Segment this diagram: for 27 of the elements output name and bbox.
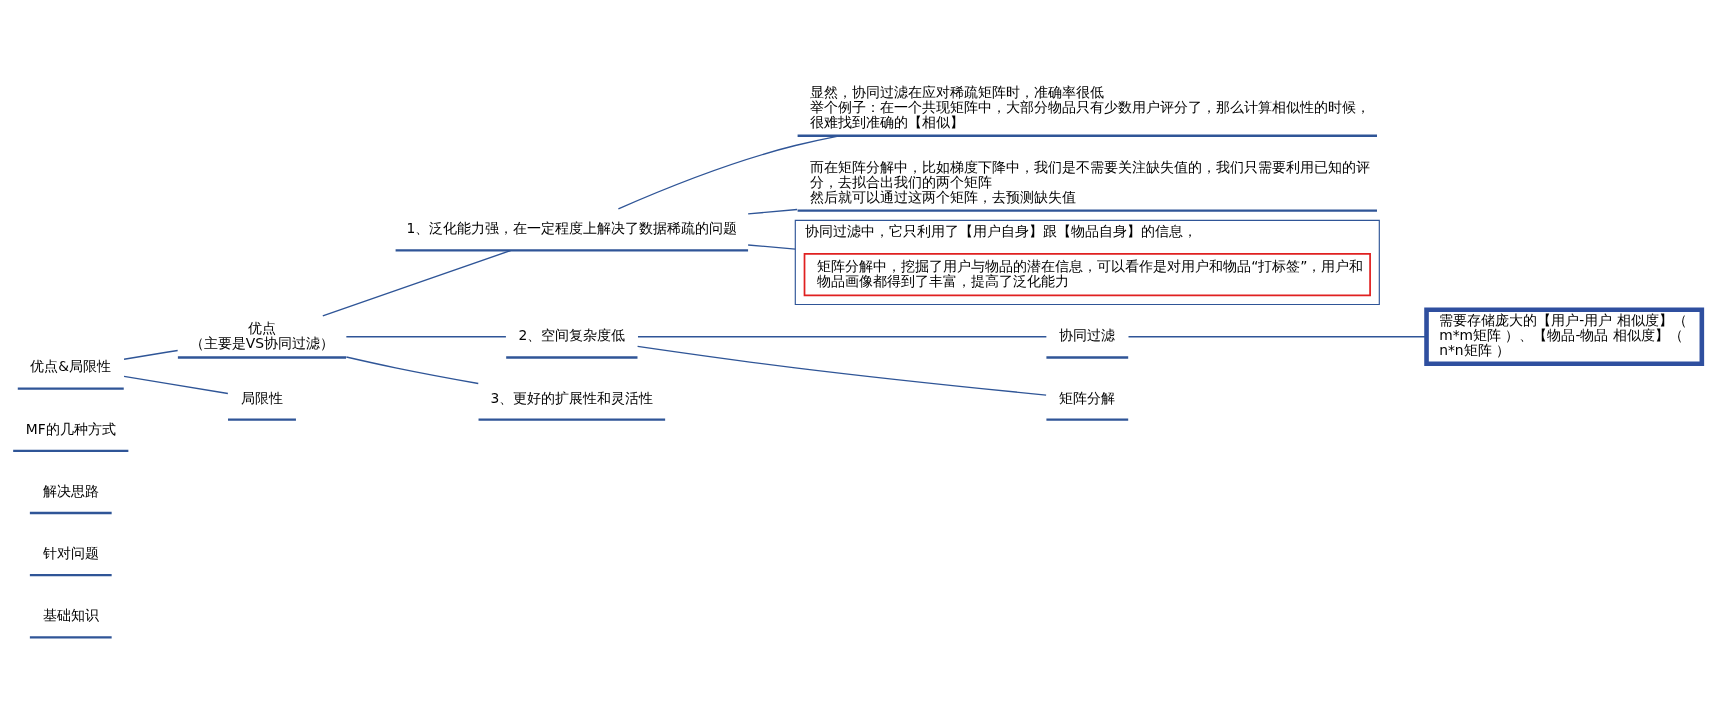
node-text: 3、更好的扩展性和灵活性 [490,389,654,406]
connector [617,135,841,210]
node-text: 1、泛化能力强，在一定程度上解决了数据稀疏的问题 [406,220,738,237]
node-text: 优点&局限性 [30,358,112,375]
node-text: 显然，协同过滤在应对稀疏矩阵时，准确率很低 举个例子：在一个共现矩阵中，大部分物品只有少数用户评分了，那么计算相似性的时候，很难找到准确的【相似】 [810,84,1371,131]
node-text: 而在矩阵分解中，比如梯度下降中，我们是不需要关注缺失值的，我们只需要利用已知的评分，去拟合出我们的两个矩阵 然后就可以通过这两个矩阵，去预测缺失值 [810,159,1371,206]
connector [636,345,1047,396]
node-text: 矩阵分解 [1059,389,1116,406]
node-text: 协同过滤 [1059,327,1116,344]
node-text: 解决思路 [42,482,99,499]
node-text: 基础知识 [42,607,99,624]
connector [1127,336,1428,338]
node-text: 局限性 [240,389,283,406]
connector [747,208,798,215]
connector [637,336,1048,338]
connector [345,356,479,385]
connector [322,249,512,317]
node-box: 需要存储庞大的【用户-用户 相似度】（ m*m矩阵 ）、【物品-物品 相似度】（ n*n矩阵 ） [1424,307,1705,367]
node-text: 2、空间复杂度低 [518,327,626,344]
node-text: 优点 （主要是VS协同过滤） [189,319,335,351]
connector [345,336,507,338]
connector [123,375,229,395]
node-box: 矩阵分解中，挖掘了用户与物品的潜在信息，可以看作是对用户和物品“打标签”，用户和物品画像都得到了丰富，提高了泛化能力 [803,252,1371,297]
connector [747,244,796,250]
node-text: 针对问题 [42,545,99,562]
node-text: MF的几种方式 [25,420,116,437]
connector [123,349,179,360]
